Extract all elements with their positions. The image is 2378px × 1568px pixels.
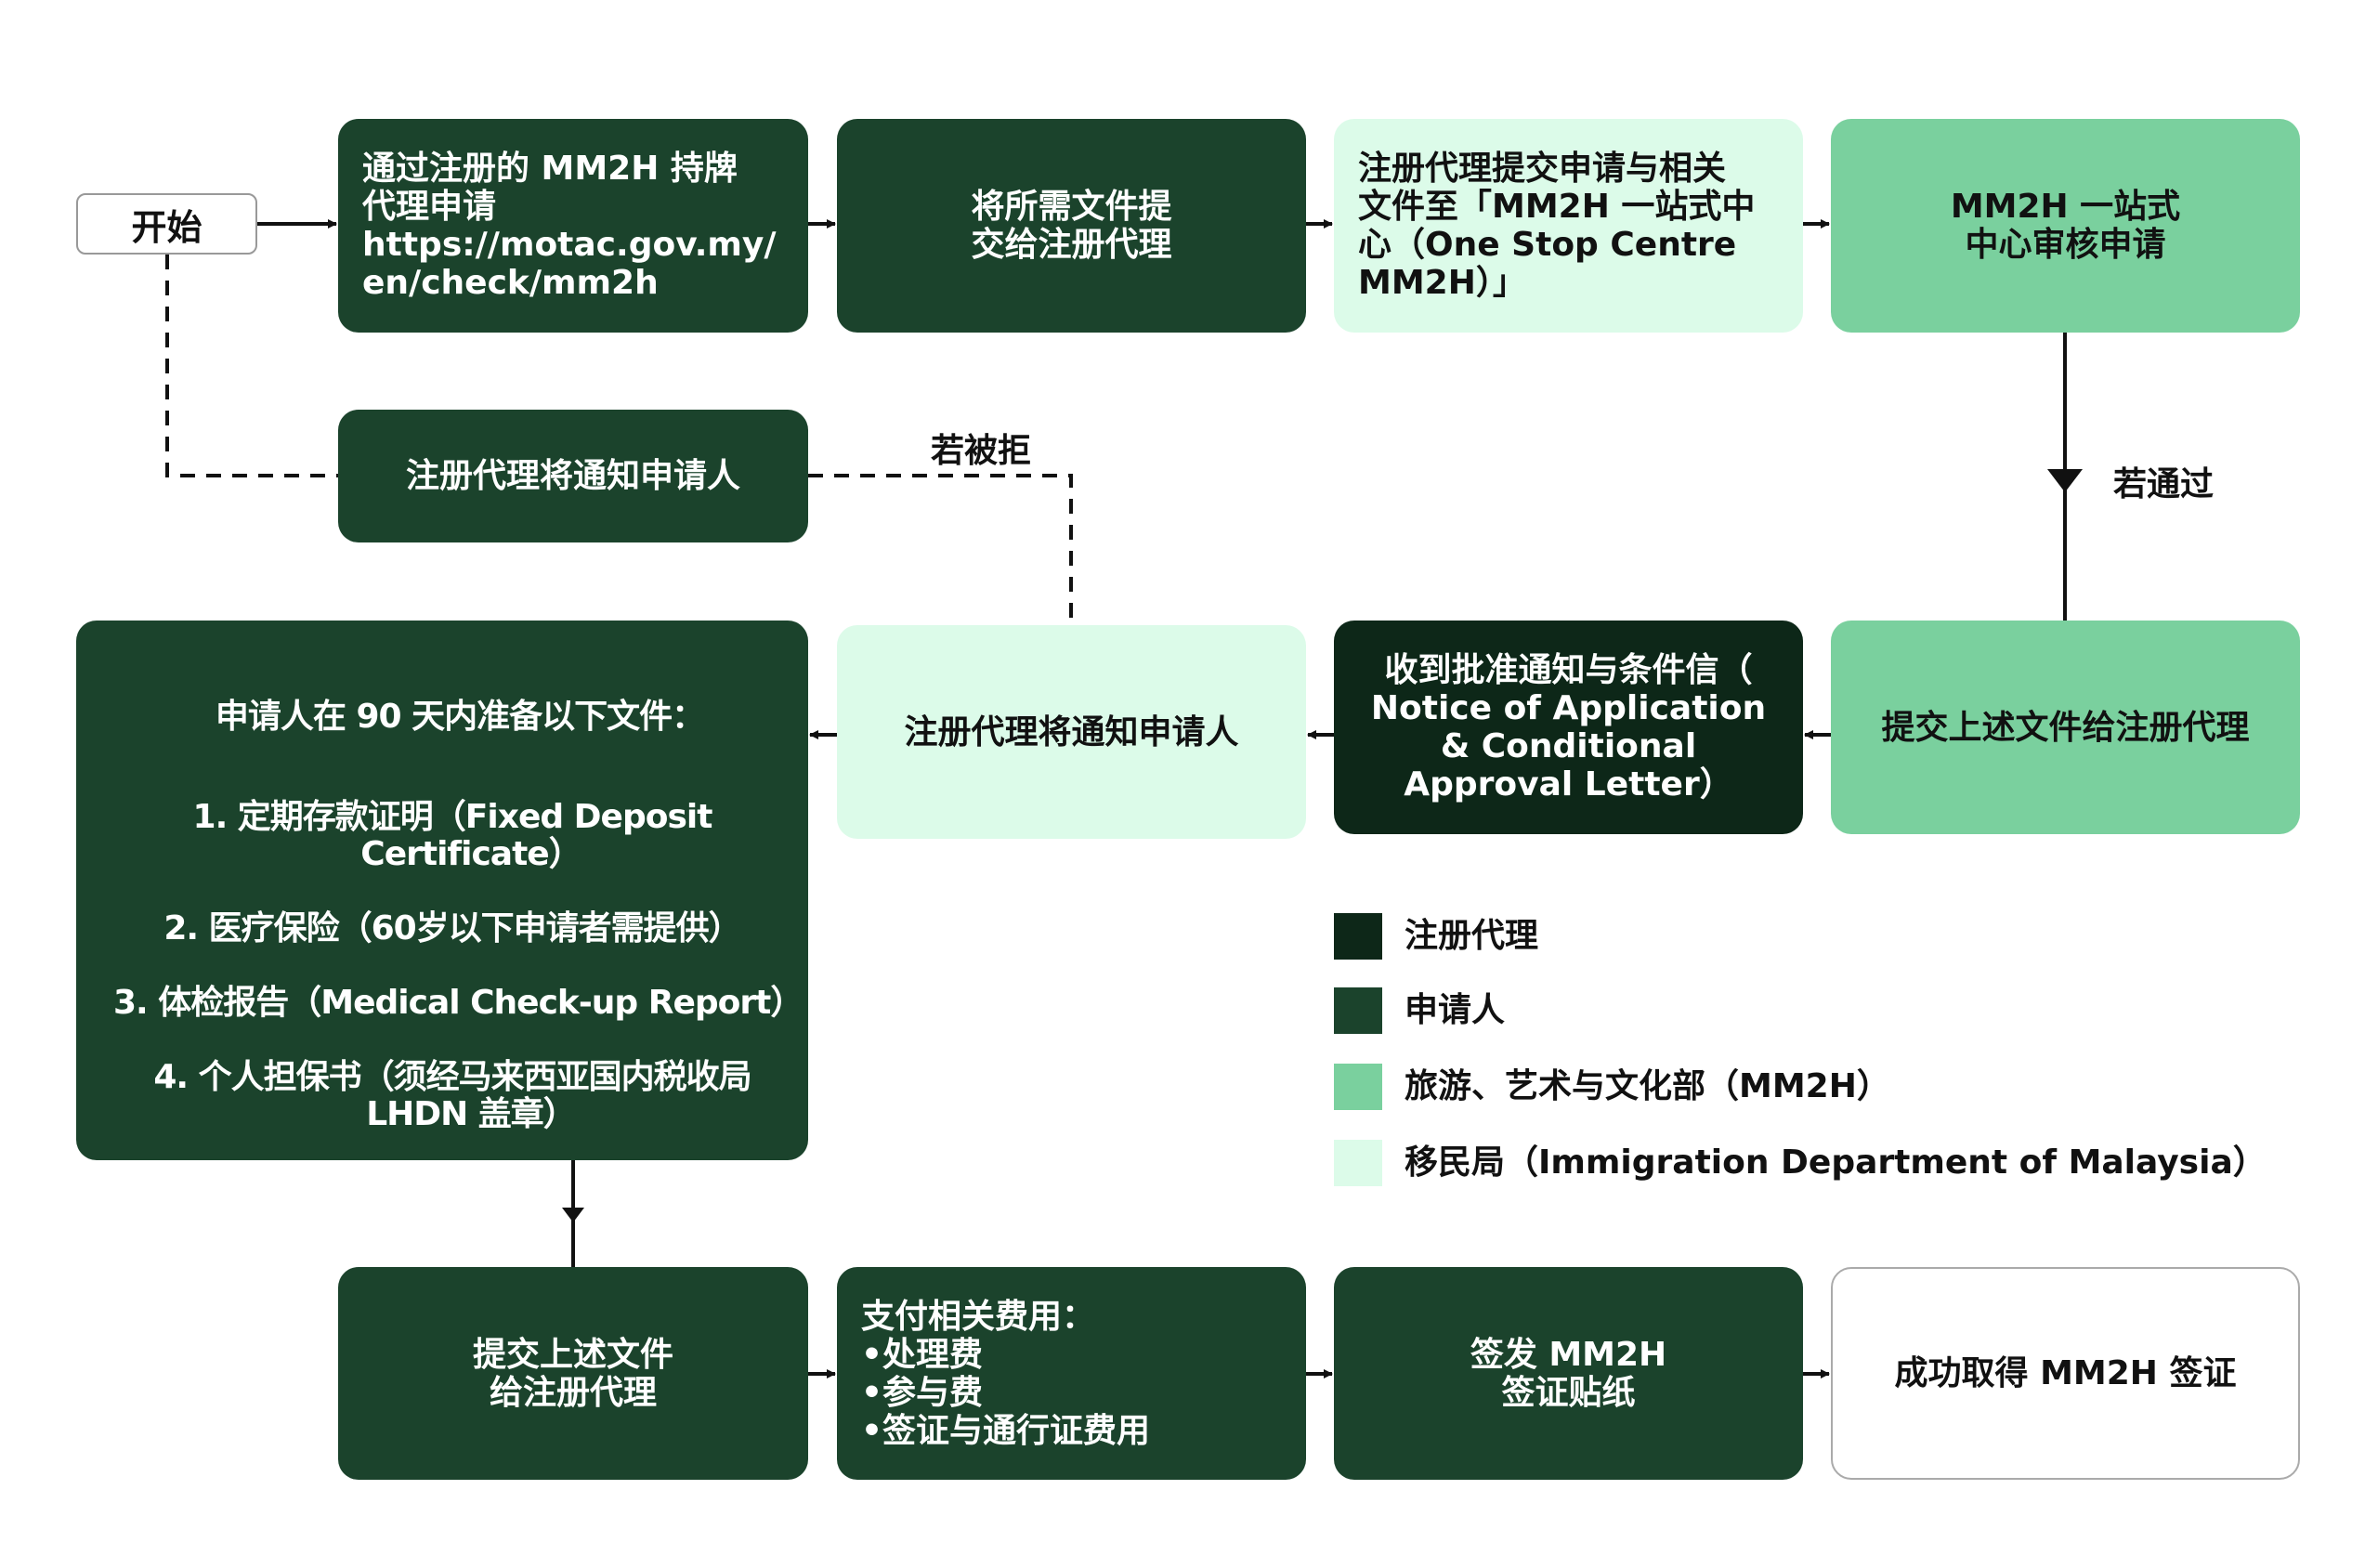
arrowhead-approved — [2047, 469, 2083, 492]
step-issue-sticker: 签发 MM2H 签证贴纸 — [1334, 1267, 1803, 1480]
step-submit-docs-to-agent: 将所需文件提 交给注册代理 — [837, 119, 1306, 333]
dashed-reject-left — [165, 255, 338, 477]
doc-item: 3. 体检报告（Medical Check-up Report） — [113, 984, 804, 1022]
legend-swatch — [1334, 987, 1382, 1034]
label-rejected: 若被拒 — [931, 432, 1032, 470]
prepare-docs-title: 申请人在 90 天内准备以下文件： — [215, 698, 705, 736]
step-submit-docs-mm2h: 提交上述文件给注册代理 — [1831, 621, 2300, 834]
legend-label: 旅游、艺术与文化部（MM2H） — [1405, 1067, 1890, 1105]
arrowhead-docs — [562, 1208, 584, 1222]
step-success: 成功取得 MM2H 签证 — [1831, 1267, 2300, 1480]
doc-item: 4. 个人担保书（须经马来西亚国内税收局 LHDN 盖章） — [153, 1058, 751, 1133]
step-prepare-documents: 申请人在 90 天内准备以下文件： 1. 定期存款证明（Fixed Deposi… — [76, 621, 808, 1208]
doc-item: 1. 定期存款证明（Fixed Deposit Certificate） — [192, 798, 713, 873]
label-approved: 若通过 — [2113, 465, 2215, 503]
step-agent-notifies-rejection: 注册代理将通知申请人 — [338, 410, 808, 542]
legend-label: 移民局（Immigration Department of Malaysia） — [1405, 1143, 2267, 1182]
legend-swatch — [1334, 1140, 1382, 1186]
doc-item: 2. 医疗保险（60岁以下申请者需提供） — [163, 909, 741, 947]
legend-swatch — [1334, 913, 1382, 960]
step-agent-submits-application: 注册代理提交申请与相关 文件至「MM2H 一站式中 心（One Stop Cen… — [1334, 119, 1803, 333]
step-agent-notifies-approval: 注册代理将通知申请人 — [837, 625, 1306, 839]
step-submit-above-docs: 提交上述文件 给注册代理 — [338, 1267, 808, 1480]
dashed-reject-right — [808, 474, 1073, 622]
step-approval-letter: 收到批准通知与条件信（ Notice of Application & Cond… — [1334, 621, 1803, 834]
legend-label: 注册代理 — [1405, 917, 1539, 955]
step-osc-review: MM2H 一站式 中心审核申请 — [1831, 119, 2300, 333]
legend-swatch — [1334, 1064, 1382, 1110]
step-pay-fees: 支付相关费用： •处理费 •参与费 •签证与通行证费用 — [837, 1267, 1306, 1480]
doc-item: 5. 有效护照 — [364, 1169, 541, 1208]
step-apply-via-agent: 通过注册的 MM2H 持牌 代理申请 https://motac.gov.my/… — [338, 119, 808, 333]
legend-label: 申请人 — [1405, 991, 1506, 1029]
start-node: 开始 — [76, 193, 257, 255]
